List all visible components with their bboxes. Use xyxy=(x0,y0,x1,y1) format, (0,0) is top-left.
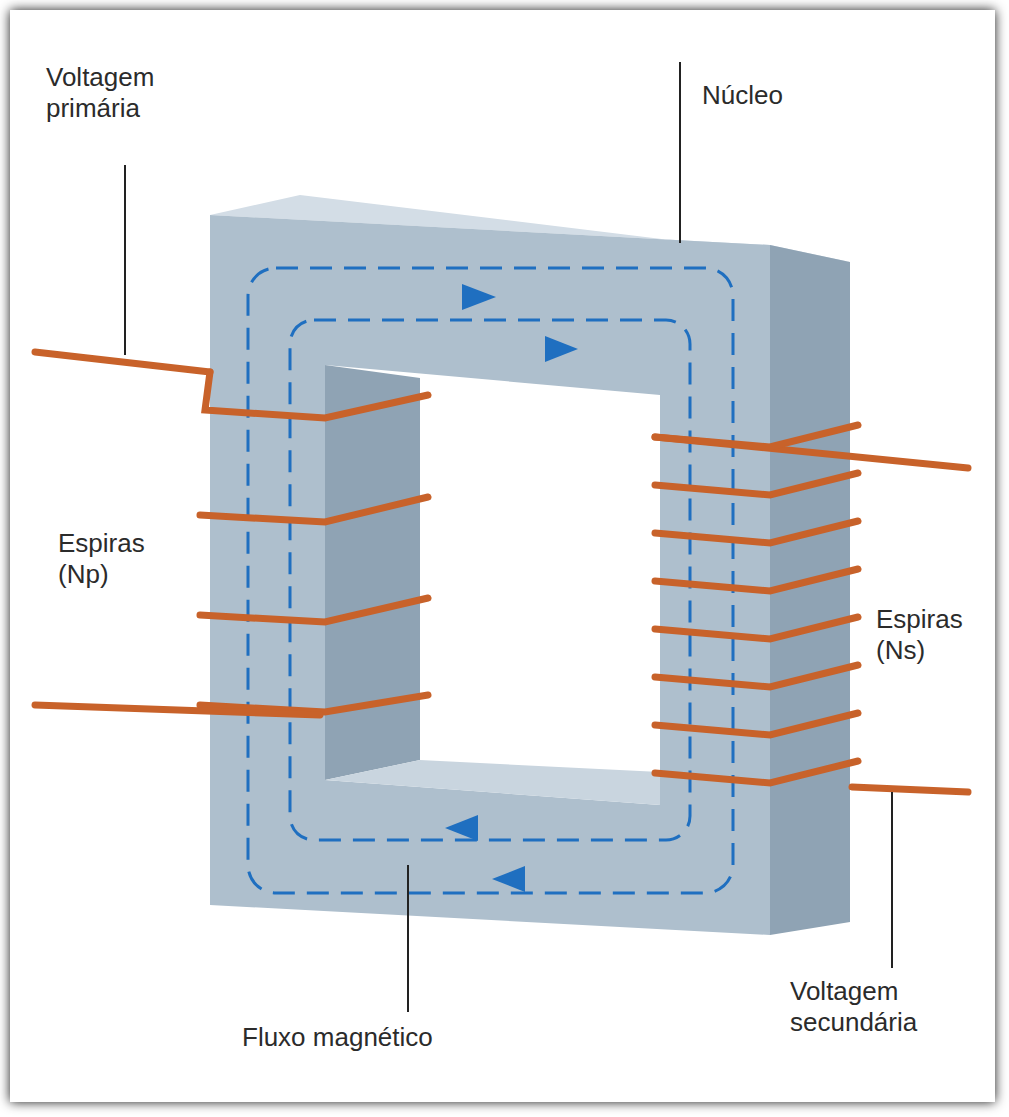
flux-arrow xyxy=(545,336,578,362)
core-window xyxy=(325,365,660,805)
frame xyxy=(10,10,995,1102)
window-bottom-wall xyxy=(325,760,660,805)
window-left-wall xyxy=(325,365,420,780)
flux-arrow xyxy=(492,866,525,892)
coil-turn xyxy=(655,569,858,591)
coil-turn xyxy=(655,425,858,447)
coil-turn xyxy=(655,665,858,687)
turns-label: Espiras (Np) xyxy=(56,528,182,590)
flux-arrow xyxy=(445,815,478,841)
primary-coil xyxy=(35,352,428,715)
voltage-label: Voltagem secundária xyxy=(788,976,962,1038)
flux-inner xyxy=(290,320,690,840)
leader-lines xyxy=(125,62,892,1012)
coil-turn xyxy=(655,473,858,495)
turns-label: Espiras (Ns) xyxy=(874,604,990,666)
flux-label: Fluxo magnético xyxy=(240,1022,504,1053)
core-label: Núcleo xyxy=(700,80,844,111)
coil-turn xyxy=(655,761,858,783)
coil-turn xyxy=(655,521,858,543)
coil-turn xyxy=(655,617,858,639)
core-front xyxy=(210,215,770,935)
coil-turn xyxy=(655,713,858,735)
voltage-label: Voltagem primária xyxy=(44,62,198,124)
flux-arrow xyxy=(462,284,496,310)
